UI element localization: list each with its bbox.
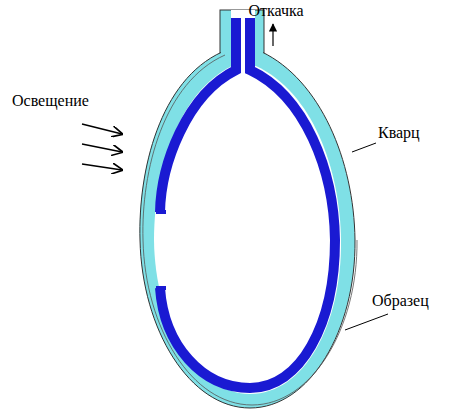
pumping-arrow [272,24,273,46]
sample-layer [156,18,335,388]
leader-line [345,314,388,330]
pump-label: Откачка [248,2,303,20]
vessel-interior [154,10,341,394]
quartz-shell [140,10,357,408]
light-label: Освещение [12,92,89,110]
part-label: Образец [372,292,429,310]
leader-line [352,143,376,152]
illumination-arrows [82,124,122,170]
part-label: Кварц [378,124,420,142]
